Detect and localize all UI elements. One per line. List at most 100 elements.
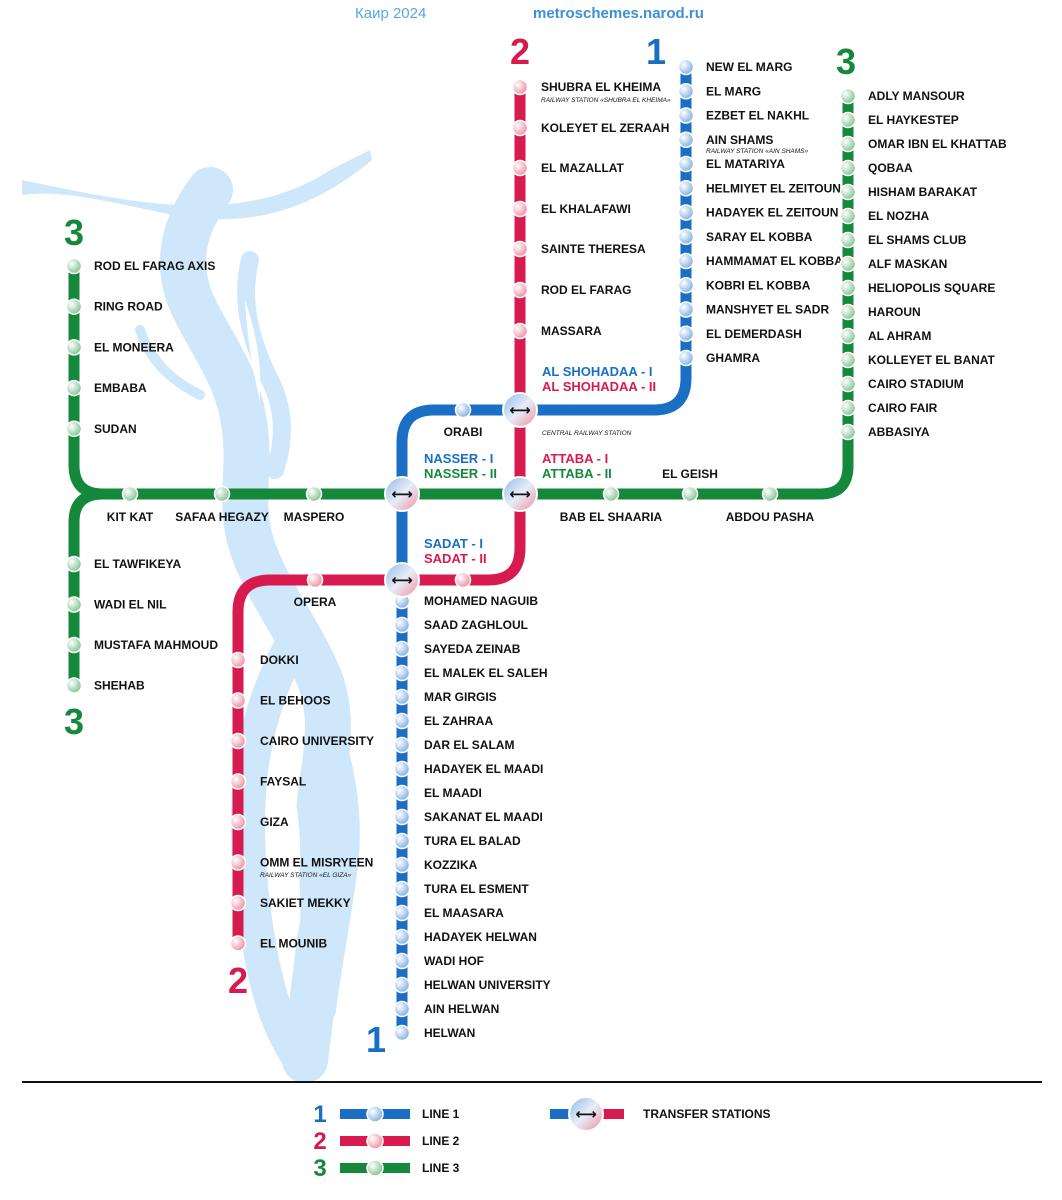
station-marker[interactable] [677,58,695,76]
station-marker[interactable] [393,760,411,778]
station-marker[interactable] [839,111,857,129]
station-alf-maskan[interactable] [839,255,857,273]
station-haroun[interactable] [839,303,857,321]
station-el-haykestep[interactable] [839,111,857,129]
station-marker[interactable] [229,813,247,831]
station-hisham-barakat[interactable] [839,183,857,201]
station-marker[interactable] [229,935,247,952]
station-marker[interactable] [511,78,529,96]
station-el-marg[interactable] [677,83,695,100]
station-marker[interactable] [839,303,857,321]
station-dokki[interactable] [229,651,247,669]
station-marker[interactable] [677,277,695,294]
station-hadayek-el-maadi[interactable] [393,760,411,778]
station-giza[interactable] [229,813,247,831]
station-marker[interactable] [393,880,411,898]
station-marker[interactable] [393,952,411,970]
station-abdou-pasha[interactable] [761,485,779,503]
station-cairo-university[interactable] [229,732,247,750]
station-ezbet-el-nakhl[interactable] [677,107,695,124]
station-el-maadi[interactable] [393,784,411,802]
station-el-behoos[interactable] [229,692,247,709]
station-el-moneera[interactable] [65,339,83,356]
station-marker[interactable] [454,571,472,589]
station-marker[interactable] [511,281,529,299]
station-marker[interactable] [393,712,411,730]
station-marker[interactable] [65,298,83,315]
station-ghamra[interactable] [677,349,695,367]
station-marker[interactable] [839,375,857,393]
station-marker[interactable] [306,571,324,589]
station-marker[interactable] [839,351,857,369]
station-tura-el-balad[interactable] [393,832,411,850]
station-heliopolis-square[interactable] [839,279,857,297]
station-marker[interactable] [305,485,323,503]
station-el-geish[interactable] [681,485,699,503]
station-marker[interactable] [65,555,83,573]
transfer-marker[interactable] [384,562,420,598]
station-marker[interactable] [839,327,857,345]
station-el-tawfikeya[interactable] [65,555,83,573]
station-marker[interactable] [393,640,411,658]
station-ain-helwan[interactable] [393,1000,411,1018]
station-tura-el-esment[interactable] [393,880,411,898]
station-marker[interactable] [839,135,857,153]
station-mar-girgis[interactable] [393,688,411,706]
transfer-al-shohadaa[interactable]: ⟷ [502,392,538,428]
station-marker[interactable] [229,894,247,912]
station-cairo-fair[interactable] [839,399,857,417]
station-sayeda-zeinab[interactable] [393,640,411,658]
station-el-mazallat[interactable] [511,159,529,177]
station-marker[interactable] [839,159,857,177]
station-abbasiya[interactable] [839,423,857,441]
station-marker[interactable] [393,976,411,994]
station-helmiyet-el-zeitoun[interactable] [677,180,695,197]
station-marker[interactable] [229,732,247,750]
station-marker[interactable] [393,664,411,682]
station-koleyet-el-zeraah[interactable] [511,119,529,137]
station-marker[interactable] [761,485,779,503]
station-sudan[interactable] [65,420,83,438]
transfer-marker[interactable] [502,476,538,512]
station-embaba[interactable] [65,379,83,397]
station-rod-el-farag[interactable] [511,281,529,299]
station-helwan-university[interactable] [393,976,411,994]
station-massara[interactable] [511,322,529,340]
station-opera[interactable] [306,571,324,589]
station-sakiet-mekky[interactable] [229,894,247,912]
station-safaa-hegazy[interactable] [213,485,231,503]
station-wadi-hof[interactable] [393,952,411,970]
station-marker[interactable] [65,596,83,613]
station-marker[interactable] [839,231,857,249]
station-el-maasara[interactable] [393,904,411,922]
station-marker[interactable] [839,399,857,417]
station-marker[interactable] [511,119,529,137]
station-kolleyet-el-banat[interactable] [839,351,857,369]
transfer-marker[interactable] [384,476,420,512]
station-marker[interactable] [393,784,411,802]
station-marker[interactable] [229,854,247,871]
station-bab-el-shaaria[interactable] [602,485,620,503]
station-maspero[interactable] [305,485,323,503]
station-el-nozha[interactable] [839,207,857,225]
station-el-mounib[interactable] [229,935,247,952]
station-el-zahraa[interactable] [393,712,411,730]
transfer-marker[interactable] [502,392,538,428]
station-marker[interactable] [393,1000,411,1018]
station-adly-mansour[interactable] [839,87,857,105]
station-marker[interactable] [677,131,695,148]
station-marker[interactable] [839,279,857,297]
station-sakanat-el-maadi[interactable] [393,808,411,826]
station-marker[interactable] [839,183,857,201]
station-helwan[interactable] [393,1024,411,1042]
station-saad-zaghloul[interactable] [393,616,411,634]
station-marker[interactable] [511,240,529,258]
station-marker[interactable] [393,928,411,946]
header-site-link[interactable]: metroschemes.narod.ru [533,5,704,22]
station-manshyet-el-sadr[interactable] [677,301,695,318]
station-marker[interactable] [511,159,529,177]
station-marker[interactable] [839,423,857,441]
station-marker[interactable] [393,808,411,826]
station-wadi-el-nil[interactable] [65,596,83,613]
station-rod-el-farag-axis[interactable] [65,257,83,275]
